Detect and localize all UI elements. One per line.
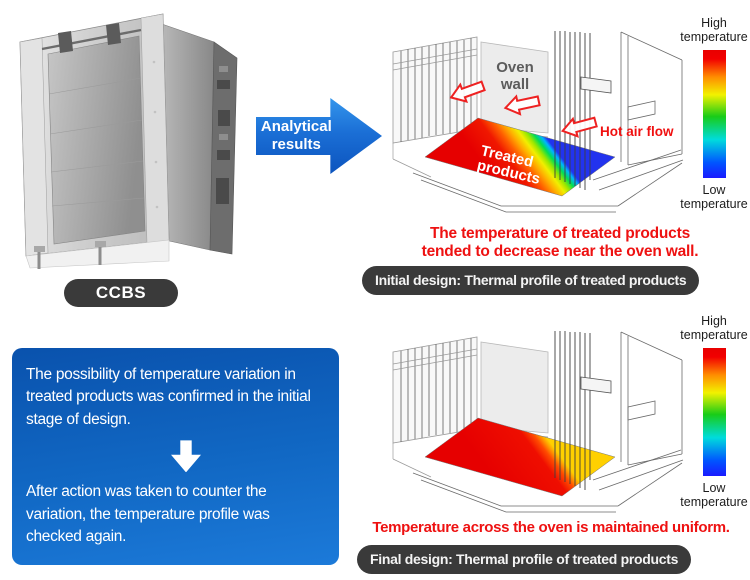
colorbar-high-label: High temperature	[680, 16, 748, 45]
hot-air-arrow-icon	[449, 80, 486, 103]
colorbar-high-label: High temperature	[680, 314, 748, 343]
machine-label-badge: CCBS	[64, 279, 178, 307]
initial-caption: The temperature of treated products tend…	[421, 225, 699, 261]
final-design-badge: Final design: Thermal profile of treated…	[357, 545, 692, 574]
oven-wall-label-line2: wall	[500, 76, 529, 93]
oven-wall-label-line1: Oven	[496, 59, 534, 76]
hot-air-flow-label: Hot air flow	[600, 124, 674, 139]
hot-air-arrow-icon	[560, 116, 598, 138]
initial-design-badge: Initial design: Thermal profile of treat…	[362, 266, 700, 295]
final-thermal-simulation	[392, 331, 684, 513]
analytical-results-arrow: Analytical results	[256, 98, 382, 174]
thermal-profile-surface	[424, 117, 616, 197]
initial-thermal-simulation: Oven wall Hot air flow Treated products	[392, 31, 684, 213]
colorbar-gradient	[702, 347, 726, 476]
final-caption: Temperature across the oven is maintaine…	[372, 519, 730, 536]
down-arrow-icon	[171, 440, 201, 473]
machine-base	[25, 239, 170, 269]
hot-air-arrow-icon	[503, 94, 541, 116]
temperature-colorbar-final: High temperature Low temperature	[678, 314, 750, 510]
oven-wireframe	[392, 31, 684, 213]
machine-front-door	[19, 13, 170, 257]
note-paragraph-1: The possibility of temperature variation…	[26, 366, 311, 428]
hot-air-arrows	[449, 80, 598, 138]
temperature-colorbar-initial: High temperature Low temperature	[678, 16, 750, 212]
colorbar-gradient	[702, 49, 726, 178]
process-note-box: The possibility of temperature variation…	[12, 348, 339, 565]
machine-label: CCBS	[95, 283, 147, 302]
machine-photo	[19, 13, 238, 269]
thermal-profile-surface	[424, 417, 616, 497]
note-paragraph-2: After action was taken to counter the va…	[26, 483, 270, 546]
oven-wireframe	[392, 331, 684, 513]
colorbar-low-label: Low temperature	[680, 480, 748, 510]
analytical-results-label: Analytical results	[260, 118, 332, 153]
colorbar-low-label: Low temperature	[680, 182, 748, 212]
machine-rear-unit	[155, 21, 238, 255]
